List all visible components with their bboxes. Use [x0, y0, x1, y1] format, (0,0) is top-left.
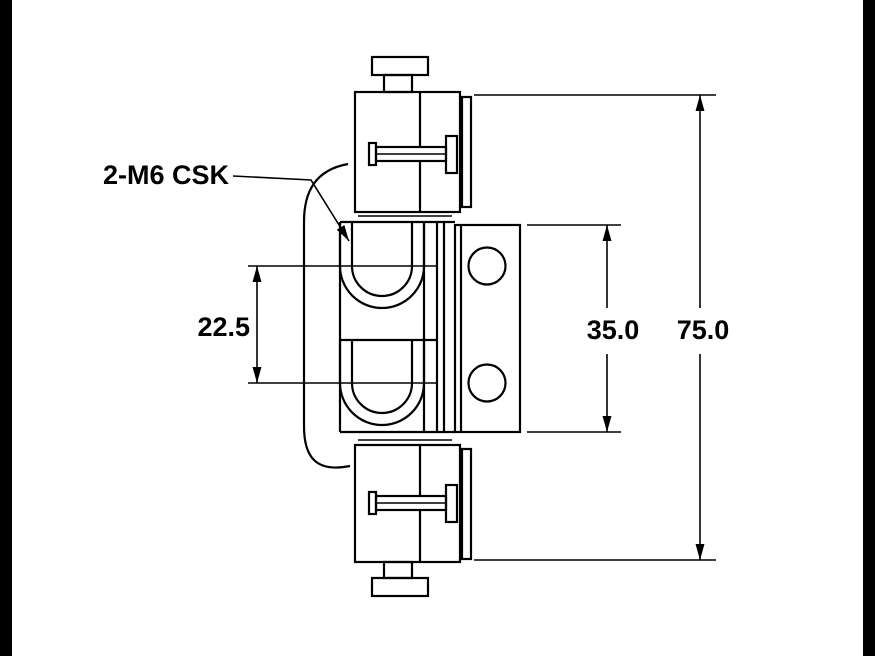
lower-csk-slot-outer: [338, 340, 426, 427]
dimension-leaf-height: 35.0: [527, 224, 640, 433]
upper-mounting-hole: [467, 246, 507, 286]
bottom-screw-head: [444, 483, 459, 524]
top-leaf-plate: [353, 90, 462, 214]
hinge-geometry: [302, 55, 522, 598]
bottom-hinge-leaf: [353, 443, 473, 598]
bottom-bolt-shank: [382, 560, 414, 580]
dimension-text-hole-pitch: 22.5: [197, 312, 250, 342]
lower-mounting-hole: [467, 363, 507, 403]
left-frame-bar: [0, 0, 12, 656]
dimension-overall-height: 75.0: [474, 94, 730, 561]
top-bolt-shank: [382, 73, 414, 94]
dimensions: 22.5 35.0 75.0 2-M6 CSK: [103, 94, 730, 561]
dimension-text-overall-height: 75.0: [677, 315, 730, 345]
top-bolt-head: [370, 55, 430, 77]
upper-csk-slot-outer: [338, 222, 426, 310]
top-screw-head: [444, 134, 459, 175]
dimension-text-leaf-height: 35.0: [587, 315, 640, 345]
dimension-hole-pitch: 22.5: [197, 265, 437, 384]
lower-csk-slot-inner: [350, 340, 414, 415]
top-leaf-edge-strip: [460, 95, 473, 209]
right-frame-bar: [863, 0, 875, 656]
left-leaf-curved-outline: [302, 162, 351, 469]
upper-csk-slot-inner: [350, 222, 414, 298]
callout-leader-line: [232, 175, 350, 242]
top-hinge-leaf: [353, 55, 473, 217]
hinge-knuckle: [302, 162, 522, 469]
csk-callout: 2-M6 CSK: [103, 160, 350, 242]
bottom-leaf-edge-strip: [460, 447, 473, 561]
right-leaf-plate: [453, 223, 522, 434]
callout-text: 2-M6 CSK: [103, 160, 230, 190]
bottom-bolt-head: [370, 576, 430, 598]
